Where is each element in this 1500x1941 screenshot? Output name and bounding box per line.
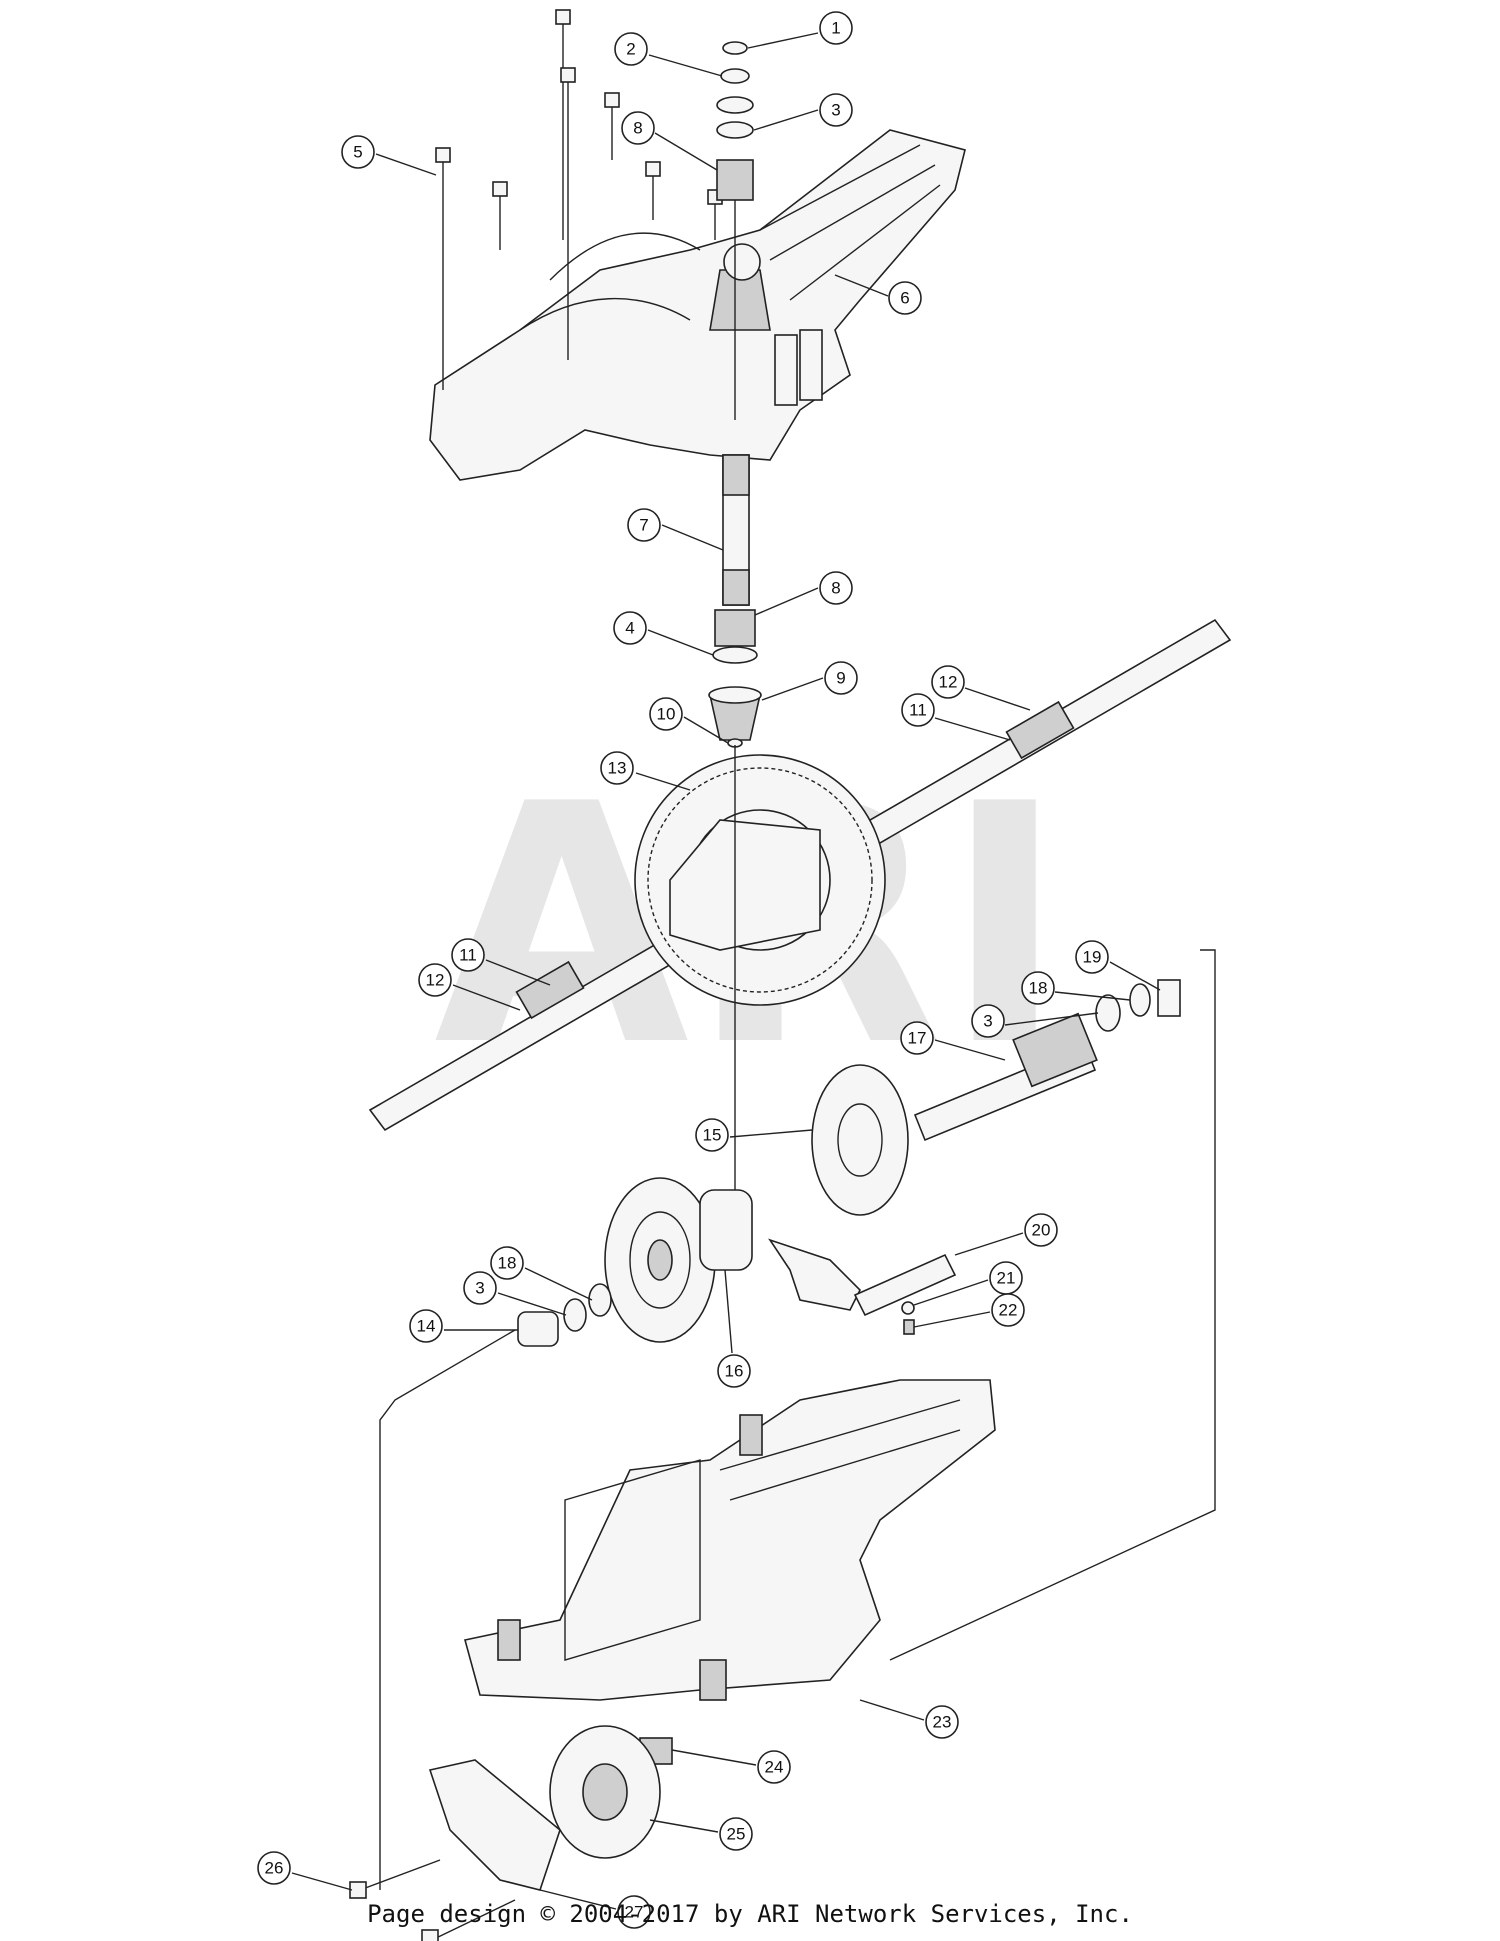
- callout-23: 23: [925, 1705, 959, 1739]
- svg-text:14: 14: [417, 1317, 436, 1336]
- callout-27: 27: [617, 1895, 651, 1929]
- output-shaft: [913, 979, 1181, 1142]
- svg-text:5: 5: [353, 143, 362, 162]
- svg-text:3: 3: [475, 1279, 484, 1298]
- svg-text:12: 12: [939, 673, 958, 692]
- svg-text:27: 27: [625, 1903, 644, 1922]
- callout-17: 17: [900, 1021, 934, 1055]
- leader-lines: [291, 32, 1161, 1910]
- lower-housing: [464, 1379, 996, 1701]
- svg-text:11: 11: [909, 701, 927, 720]
- callout-8: 8: [621, 111, 655, 145]
- svg-text:3: 3: [831, 101, 840, 120]
- svg-text:20: 20: [1032, 1221, 1051, 1240]
- callout-9: 9: [824, 661, 858, 695]
- gear-set: [517, 1064, 909, 1347]
- callout-3-mid: 3: [971, 1004, 1005, 1038]
- callout-25: 25: [719, 1817, 753, 1851]
- callout-6: 6: [888, 281, 922, 315]
- callout-12-right: 12: [931, 665, 965, 699]
- svg-text:9: 9: [836, 669, 845, 688]
- svg-text:26: 26: [265, 1859, 284, 1878]
- svg-text:22: 22: [999, 1301, 1018, 1320]
- callout-14: 14: [409, 1309, 443, 1343]
- svg-text:6: 6: [900, 289, 909, 308]
- copyright-footer: Page design © 2004-2017 by ARI Network S…: [367, 1900, 1133, 1928]
- callout-13: 13: [600, 751, 634, 785]
- svg-text:8: 8: [633, 119, 642, 138]
- svg-text:8: 8: [831, 579, 840, 598]
- svg-text:18: 18: [498, 1254, 517, 1273]
- shift-fork: [768, 1238, 957, 1335]
- callout-24: 24: [757, 1750, 791, 1784]
- brake-assembly: [349, 1725, 673, 1941]
- input-shaft: [712, 454, 758, 664]
- svg-text:2: 2: [626, 40, 635, 59]
- callout-5: 5: [341, 135, 375, 169]
- callout-2: 2: [614, 32, 648, 66]
- svg-text:3: 3: [983, 1012, 992, 1031]
- svg-text:25: 25: [727, 1825, 746, 1844]
- svg-text:10: 10: [657, 705, 676, 724]
- callout-4: 4: [613, 611, 647, 645]
- callout-11-right: 11: [901, 693, 935, 727]
- callout-22: 22: [991, 1293, 1025, 1327]
- svg-text:18: 18: [1029, 979, 1048, 998]
- svg-text:13: 13: [608, 759, 627, 778]
- svg-text:21: 21: [997, 1269, 1016, 1288]
- callout-16: 16: [717, 1354, 751, 1388]
- callout-20: 20: [1024, 1213, 1058, 1247]
- axle-differential: [368, 618, 1232, 1132]
- callout-18-left: 18: [490, 1246, 524, 1280]
- callout-3: 3: [819, 93, 853, 127]
- callout-3-left: 3: [463, 1271, 497, 1305]
- svg-text:12: 12: [426, 971, 445, 990]
- callout-11-left: 11: [451, 938, 485, 972]
- svg-text:4: 4: [625, 619, 634, 638]
- svg-text:17: 17: [908, 1029, 927, 1048]
- callout-15: 15: [695, 1118, 729, 1152]
- callout-19: 19: [1075, 940, 1109, 974]
- callout-7: 7: [627, 508, 661, 542]
- svg-text:24: 24: [765, 1758, 784, 1777]
- top-washer-stack: [716, 41, 754, 420]
- svg-text:11: 11: [459, 946, 477, 965]
- guide-lines: [379, 745, 1216, 1890]
- svg-text:16: 16: [725, 1362, 744, 1381]
- callout-10: 10: [649, 697, 683, 731]
- callout-1: 1: [819, 11, 853, 45]
- callout-8-lower: 8: [819, 571, 853, 605]
- svg-text:19: 19: [1083, 948, 1102, 967]
- housing-bolts: [435, 9, 723, 390]
- svg-text:7: 7: [639, 516, 648, 535]
- upper-housing: [429, 129, 966, 481]
- svg-text:23: 23: [933, 1713, 952, 1732]
- callout-18-right: 18: [1021, 971, 1055, 1005]
- svg-text:1: 1: [831, 19, 840, 38]
- callout-26: 26: [257, 1851, 291, 1885]
- callout-21: 21: [989, 1261, 1023, 1295]
- svg-text:15: 15: [703, 1126, 722, 1145]
- callout-12-left: 12: [418, 963, 452, 997]
